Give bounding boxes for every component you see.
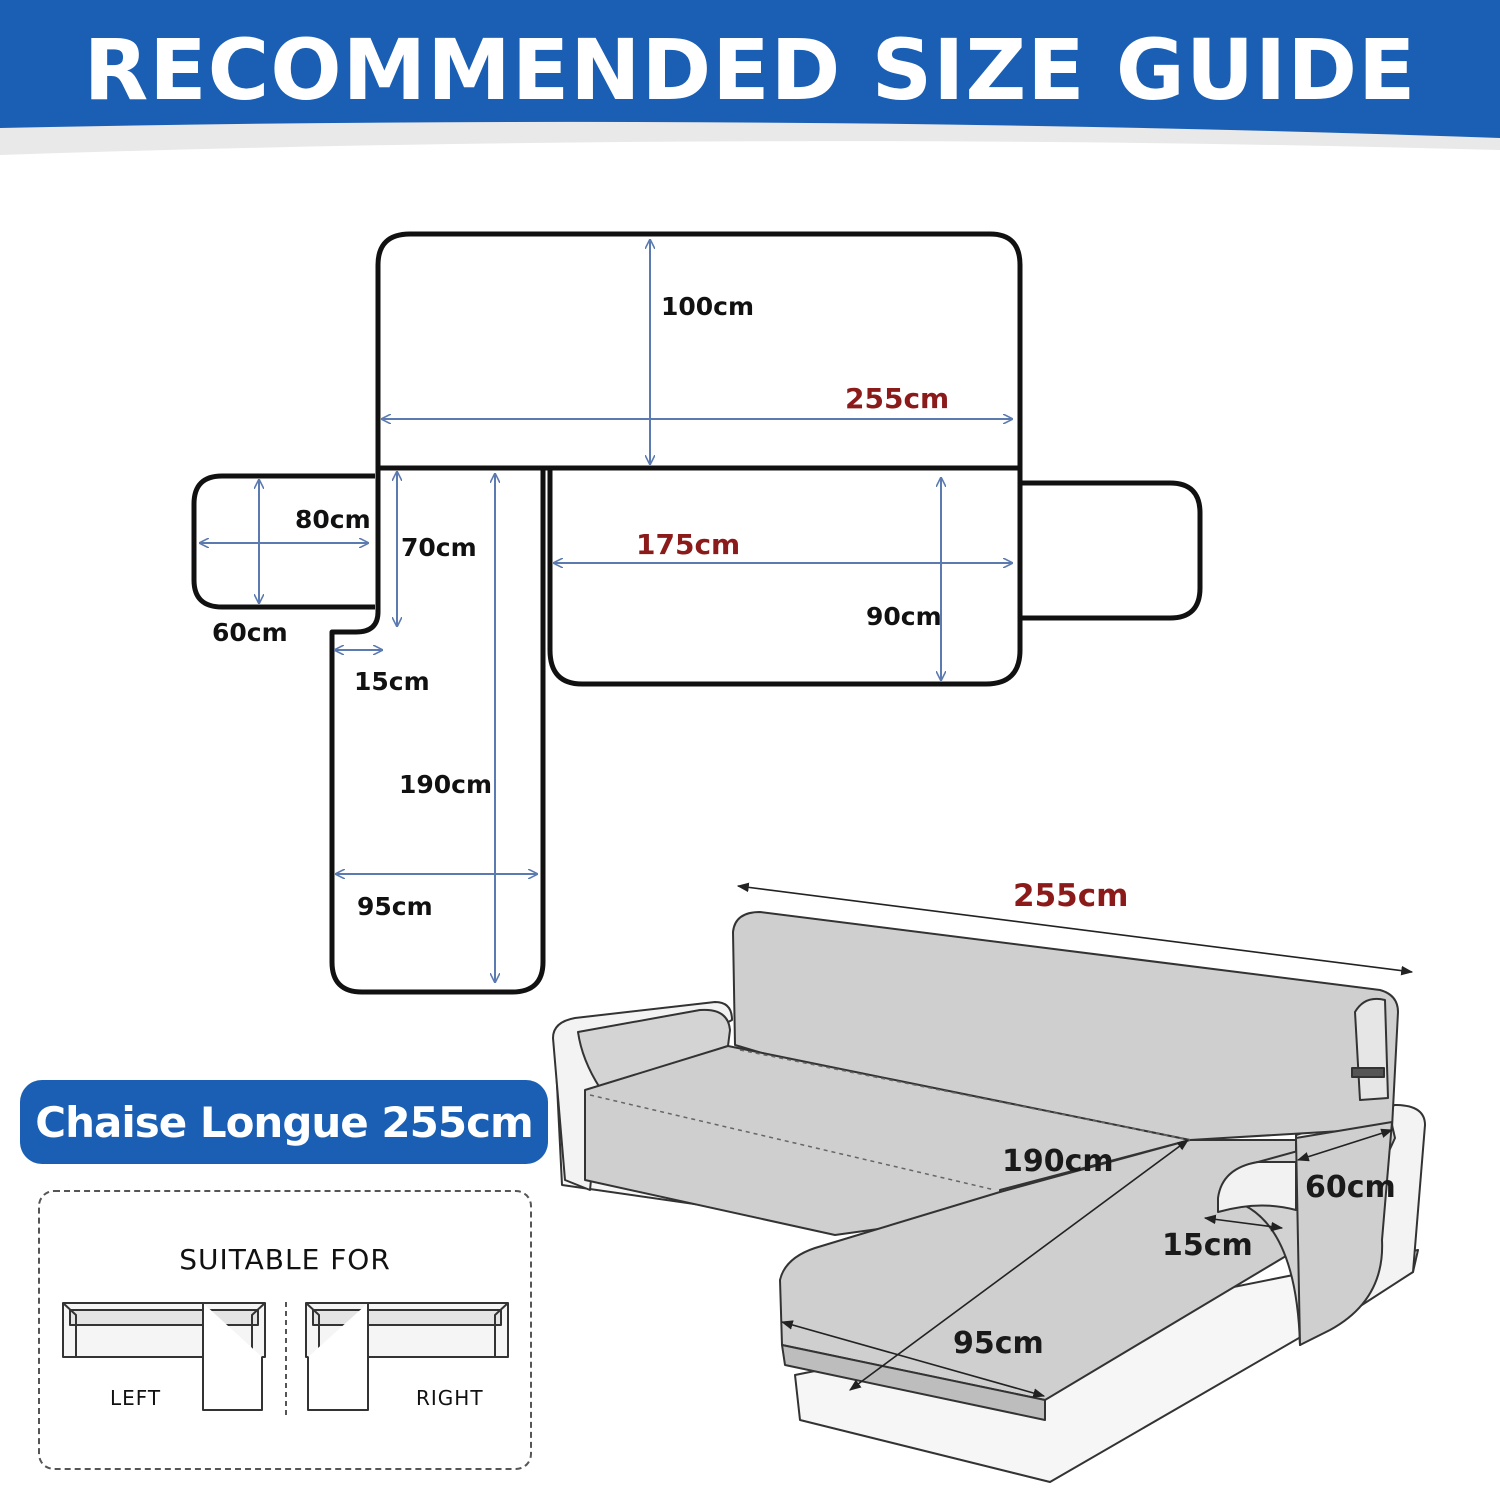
suitable-right-label: RIGHT	[416, 1386, 484, 1410]
suitable-left-sofa-icon	[62, 1302, 266, 1411]
pattern-left-arm-piece	[191, 473, 375, 610]
sofa-strap-buckle	[1351, 1067, 1385, 1078]
pattern-right-arm-piece	[1020, 480, 1203, 621]
page-title: RECOMMENDED SIZE GUIDE	[83, 21, 1417, 119]
sofa-side-strap	[1354, 997, 1389, 1101]
label-seat-depth: 90cm	[866, 602, 942, 631]
label-arm-width: 80cm	[295, 505, 371, 534]
sofa-label-gap: 15cm	[1162, 1228, 1253, 1263]
sofa-right-arm-front	[1295, 1121, 1393, 1346]
pattern-seat-piece	[547, 465, 1023, 687]
sofa-label-chaise-width: 95cm	[953, 1326, 1044, 1361]
sofa-arrow-gap	[1203, 1214, 1284, 1232]
sofa-left-arm-cover	[577, 1008, 731, 1089]
product-size-badge: Chaise Longue 255cm	[20, 1080, 548, 1164]
sofa-arrow-arm	[1296, 1128, 1394, 1162]
label-notch: 15cm	[354, 667, 430, 696]
pattern-chaise-piece	[329, 468, 546, 995]
label-chaise-width: 95cm	[357, 892, 433, 921]
sofa-arrows	[736, 882, 1414, 1398]
suitable-for-title: SUITABLE FOR	[179, 1243, 391, 1276]
label-chaise-upper: 70cm	[401, 533, 477, 562]
sofa-illustration	[552, 911, 1426, 1483]
sofa-label-arm: 60cm	[1305, 1170, 1396, 1205]
flat-pattern	[191, 231, 1203, 995]
suitable-right-sofa-icon	[305, 1302, 509, 1411]
sofa-right-arm-pad	[1217, 1161, 1297, 1213]
label-arm-height: 60cm	[212, 618, 288, 647]
suitable-left-label: LEFT	[110, 1386, 162, 1410]
label-top-width: 255cm	[845, 382, 950, 415]
label-seat-width: 175cm	[636, 528, 741, 561]
pattern-arrows	[200, 240, 1012, 982]
pattern-backrest-piece	[375, 231, 1023, 471]
sofa-arrow-chaise-width	[780, 1320, 1046, 1398]
header-banner	[0, 0, 1500, 155]
label-chaise-length: 190cm	[399, 770, 493, 799]
sofa-arrow-width	[736, 882, 1414, 976]
label-top-height: 100cm	[661, 292, 755, 321]
sofa-label-width: 255cm	[1013, 878, 1129, 914]
sofa-label-chaise-length: 190cm	[1002, 1144, 1114, 1179]
suitable-for-panel: SUITABLE FOR LEFT RIGHT	[38, 1190, 532, 1470]
